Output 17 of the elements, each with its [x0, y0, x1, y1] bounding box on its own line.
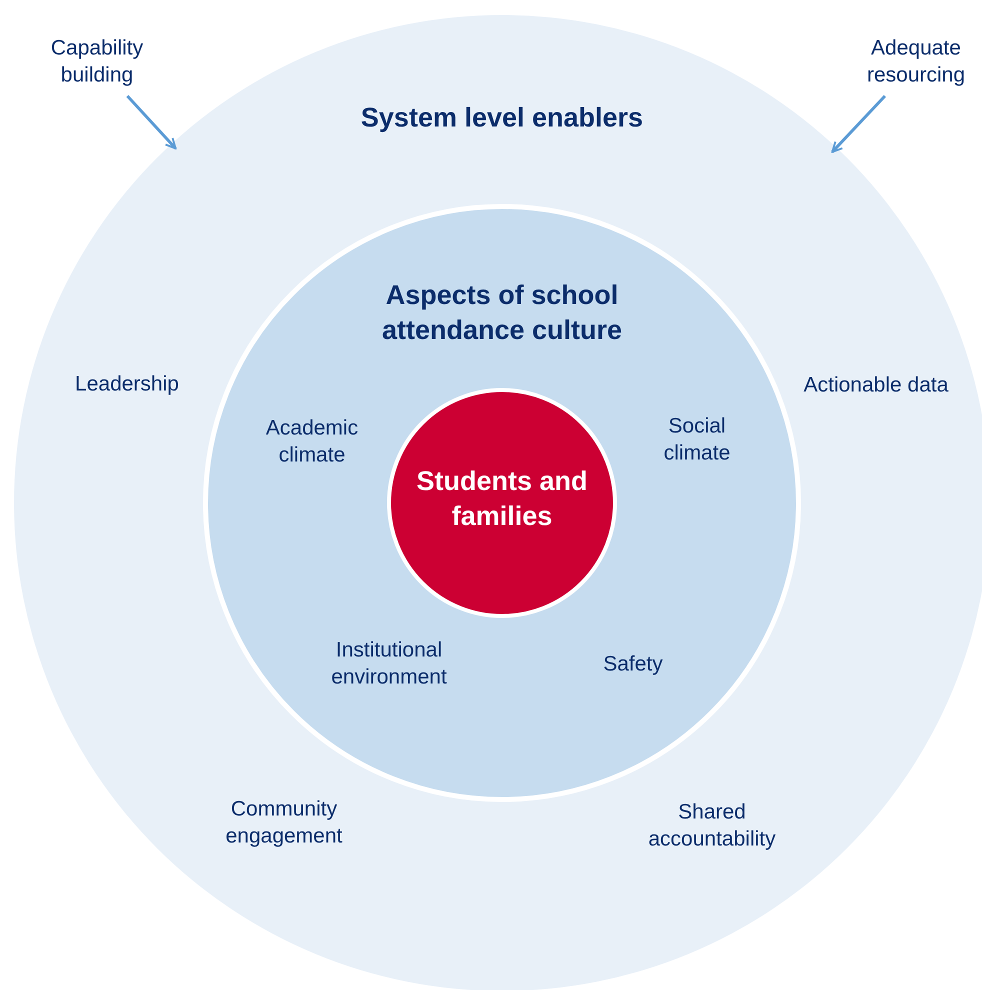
label: Shared accountability: [647, 800, 777, 853]
label: Institutional environment: [330, 638, 448, 691]
label: Academic climate: [264, 416, 360, 469]
middle-circle: [203, 204, 801, 802]
label: Social climate: [662, 414, 732, 467]
label: Leadership: [74, 371, 180, 398]
center-circle: [387, 388, 617, 618]
heading: System level enablers: [360, 101, 644, 134]
label: Capability building: [50, 36, 144, 89]
heading: Students and families: [415, 464, 588, 533]
arrow: [831, 94, 886, 153]
label: Safety: [602, 651, 664, 678]
label: Community engagement: [224, 796, 344, 850]
label: Adequate resourcing: [866, 36, 966, 89]
label: Actionable data: [802, 372, 950, 398]
heading: Aspects of school attendance culture: [380, 278, 624, 347]
arrow: [126, 94, 177, 150]
